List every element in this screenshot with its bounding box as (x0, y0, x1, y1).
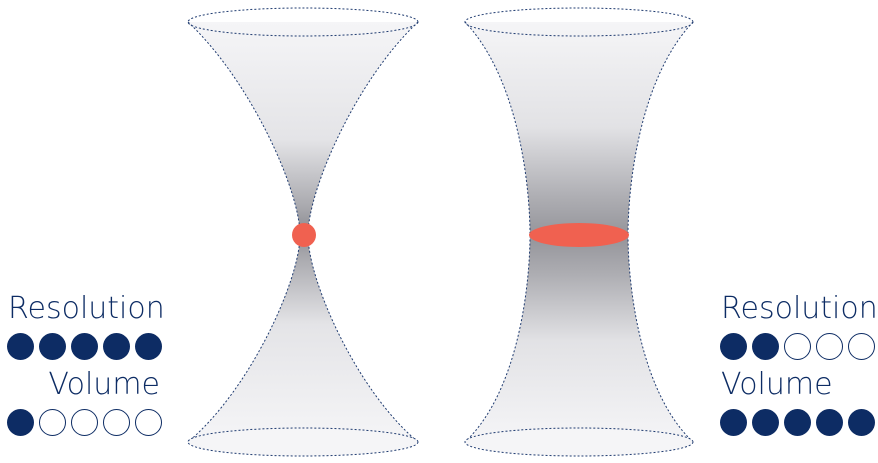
rating-dot-empty (103, 409, 130, 436)
left-volume-label: Volume (48, 367, 160, 402)
rating-dot-empty (816, 333, 843, 360)
tight-focus-spot (292, 223, 316, 247)
left-resolution-label: Resolution (8, 291, 165, 326)
rating-dot-filled (816, 409, 843, 436)
left-resolution-rating (7, 333, 162, 360)
extended-focus-bottom-rim (464, 427, 694, 457)
extended-focus-outline-right (627, 21, 694, 443)
rating-dot-empty (848, 333, 875, 360)
extended-focus-beam (464, 7, 694, 457)
right-resolution-rating (720, 333, 875, 360)
rating-dot-filled (135, 333, 162, 360)
rating-dot-filled (752, 333, 779, 360)
rating-dot-filled (720, 409, 747, 436)
tight-focus-outline-right (307, 21, 419, 443)
right-volume-rating (720, 409, 875, 436)
extended-focus-top-rim (464, 7, 694, 37)
rating-dot-filled (752, 409, 779, 436)
rating-dot-filled (7, 333, 34, 360)
rating-dot-filled (7, 409, 34, 436)
rating-dot-filled (720, 333, 747, 360)
rating-dot-empty (784, 333, 811, 360)
tight-focus-top-rim (187, 7, 419, 37)
extended-focus-spot (529, 223, 629, 247)
tight-focus-beam (187, 7, 419, 457)
tight-focus-bottom-rim (187, 427, 419, 457)
rating-dot-empty (71, 409, 98, 436)
right-resolution-label: Resolution (721, 291, 878, 326)
rating-dot-filled (103, 333, 130, 360)
rating-dot-filled (39, 333, 66, 360)
rating-dot-filled (784, 409, 811, 436)
rating-dot-empty (39, 409, 66, 436)
right-volume-label: Volume (721, 367, 833, 402)
left-volume-rating (7, 409, 162, 436)
rating-dot-filled (848, 409, 875, 436)
rating-dot-empty (135, 409, 162, 436)
extended-focus-outline-left (464, 21, 531, 443)
rating-dot-filled (71, 333, 98, 360)
